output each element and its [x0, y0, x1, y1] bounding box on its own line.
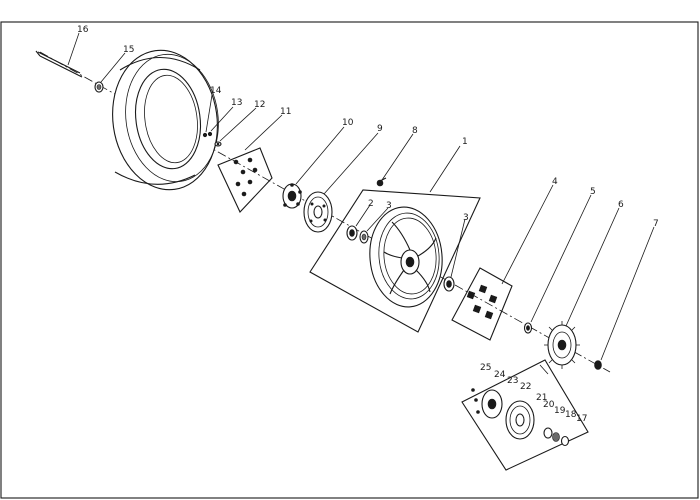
hardware-12: [214, 141, 222, 147]
callout-5: 5: [590, 187, 596, 197]
axle-spacer: [94, 81, 104, 93]
callout-3b: 3: [463, 213, 469, 223]
callout-21: 21: [536, 393, 547, 403]
bolt-set-box: [217, 147, 273, 213]
callout-22: 22: [520, 382, 531, 392]
bearing-left: [346, 225, 358, 241]
spacer-left: [359, 230, 369, 244]
axle-shaft: [35, 50, 83, 78]
callout-19: 19: [554, 406, 566, 416]
hub-flange: [282, 183, 302, 209]
callout-15: 15: [123, 45, 134, 55]
axle-nut: [594, 360, 602, 370]
callout-3a: 3: [386, 201, 392, 211]
callout-7: 7: [653, 219, 659, 229]
tire-valve: [376, 177, 387, 187]
callout-23: 23: [507, 376, 518, 386]
rim: [369, 206, 443, 308]
callout-13: 13: [231, 98, 242, 108]
diagram-frame: [0, 21, 699, 499]
hardware-13: [207, 131, 213, 137]
callout-12: 12: [254, 100, 265, 110]
callout-10: 10: [342, 118, 354, 128]
brake-disc: [303, 191, 333, 233]
rim-enclosure: [309, 189, 481, 333]
damper-box: [451, 267, 513, 341]
callout-25: 25: [480, 363, 491, 373]
sprocket-carrier-box: [461, 359, 589, 471]
callout-2: 2: [368, 199, 374, 209]
callout-9: 9: [377, 124, 383, 134]
bearing-right: [443, 276, 455, 292]
callout-11: 11: [280, 107, 291, 117]
leader-lines: [67, 32, 655, 375]
callout-16: 16: [77, 25, 89, 35]
callout-24: 24: [494, 370, 506, 380]
hardware-14: [202, 132, 208, 138]
callout-6: 6: [618, 200, 624, 210]
callout-17: 17: [576, 414, 587, 424]
callout-8: 8: [412, 126, 418, 136]
sprocket: [544, 321, 580, 369]
callout-14: 14: [210, 86, 222, 96]
callout-4: 4: [552, 177, 558, 187]
spacer-5: [523, 322, 533, 334]
callout-20: 20: [543, 400, 555, 410]
callout-1: 1: [462, 137, 468, 147]
tire: [112, 49, 219, 191]
callout-18: 18: [565, 410, 577, 420]
